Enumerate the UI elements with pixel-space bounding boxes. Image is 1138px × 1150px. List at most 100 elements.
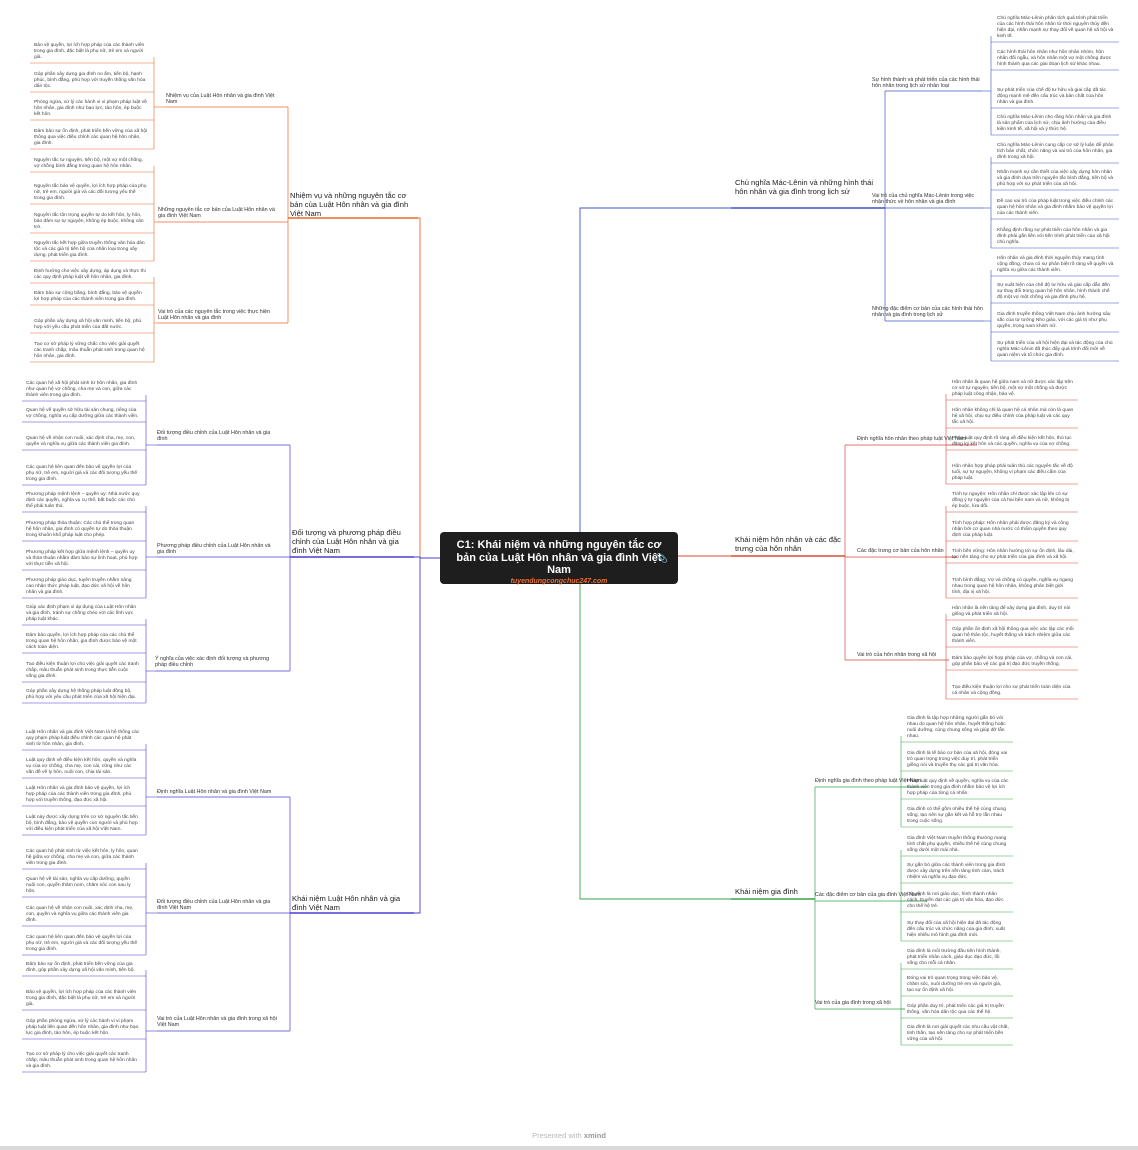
leaf-topic[interactable]: Tạo cơ sở pháp lý vững chắc cho việc giả… [34,342,145,359]
subtopic[interactable]: Định nghĩa gia đình theo pháp luật Việt … [815,778,921,784]
leaf-topic[interactable]: Đề cao vai trò của pháp luật trong việc … [997,199,1114,216]
branch-topic[interactable]: Khái niệm Luật Hôn nhân và gia đình Việt… [292,894,401,912]
leaf-topic[interactable]: Gia đình là nơi giải quyết các nhu cầu v… [907,1025,1009,1042]
leaf-topic[interactable]: Phương pháp kết hợp giữa mệnh lệnh – quy… [26,550,138,567]
leaf-topic[interactable]: Nguyên tắc tự nguyện, tiến bộ, một vợ mộ… [34,158,143,169]
leaf-topic[interactable]: Các quan hệ liên quan đến bảo vệ quyền l… [26,465,138,482]
leaf-topic[interactable]: Khẳng định rằng sự phát triển của hôn nh… [997,228,1110,245]
leaf-topic[interactable]: Góp phần xây dựng hệ thống pháp luật đồn… [26,689,137,700]
subtopic[interactable]: Những nguyên tắc cơ bản của Luật Hôn nhâ… [158,207,275,220]
leaf-topic[interactable]: Đảm bảo quyền, lợi ích hợp pháp của các … [26,633,137,650]
leaf-topic[interactable]: Chủ nghĩa Mác-Lênin phân tích quá trình … [997,16,1114,39]
leaf-topic[interactable]: Góp phần ổn định xã hội thông qua việc x… [952,627,1074,644]
leaf-topic[interactable]: Luật Hôn nhân và gia đình Việt Nam là hệ… [26,730,140,747]
leaf-topic[interactable]: Luật này được xây dựng trên cơ sở nguyên… [26,815,138,832]
leaf-topic[interactable]: Tính tự nguyện: Hôn nhân chỉ được xác lậ… [952,492,1070,509]
subtopic[interactable]: Vai trò của Luật Hôn nhân và gia đình tr… [157,1016,277,1029]
leaf-topic[interactable]: Phương pháp mệnh lệnh – quyền uy: Nhà nư… [26,492,140,509]
leaf-topic[interactable]: Quan hệ về quyền sở hữu tài sản chung, r… [26,408,139,419]
leaf-topic[interactable]: Gia đình có thể gồm nhiều thế hệ cùng ch… [907,807,1006,824]
leaf-topic[interactable]: Sự gắn bó giữa các thành viên trong gia … [907,863,1006,880]
leaf-topic[interactable]: Hôn nhân không chỉ là quan hệ cá nhân mà… [952,408,1074,425]
subtopic[interactable]: Vai trò của chủ nghĩa Mác-Lênin trong vi… [872,193,975,206]
subtopic[interactable]: Định nghĩa hôn nhân theo pháp luật Việt … [857,436,967,442]
leaf-topic[interactable]: Gia đình là tế bào cơ bản của xã hội, đó… [907,751,1008,768]
leaf-topic[interactable]: Tính hợp pháp: Hôn nhân phải được đăng k… [952,521,1069,538]
leaf-topic[interactable]: Pháp luật quy định về quyền, nghĩa vụ củ… [907,779,1009,796]
leaf-topic[interactable]: Giúp xác định phạm vi áp dụng của Luật H… [26,605,137,622]
central-topic-website[interactable]: tuyendungcongchuc247.com [510,577,608,585]
subtopic[interactable]: Các đặc trưng cơ bản của hôn nhân [857,548,944,554]
footer-brand[interactable]: xmind [583,1131,606,1140]
subtopic[interactable]: Định nghĩa Luật Hôn nhân và gia đình Việ… [157,789,272,795]
leaf-topic[interactable]: Gia đình truyền thống Việt Nam chịu ảnh … [997,312,1111,329]
leaf-topic[interactable]: Góp phần duy trì, phát triển các giá trị… [907,1004,1004,1015]
leaf-topic[interactable]: Bảo vệ quyền, lợi ích hợp pháp của các t… [34,43,145,60]
leaf-topic[interactable]: Các quan hệ phát sinh từ việc kết hôn, l… [26,849,138,866]
leaf-topic[interactable]: Hôn nhân là quan hệ giữa nam và nữ được … [952,380,1073,397]
leaf-topic[interactable]: Sự phát triển của xã hội hiện đại và tác… [997,341,1113,358]
leaf-topic[interactable]: Hôn nhân và gia đình thời nguyên thủy ma… [997,256,1114,273]
leaf-topic[interactable]: Các quan hệ liên quan đến bảo vệ quyền l… [26,935,138,952]
leaf-topic[interactable]: Đảm bảo sự công bằng, bình đẳng, bảo vệ … [34,291,142,302]
subtopic[interactable]: Sự hình thành và phát triển của các hình… [872,77,980,90]
leaf-topic[interactable]: Tạo điều kiện thuận lợi cho sự phát triể… [952,685,1071,696]
leaf-topic[interactable]: Đảm bảo sự ổn định, phát triển bền vững … [26,962,135,973]
leaf-topic[interactable]: Hôn nhân là nền tảng để xây dựng gia đìn… [952,606,1071,617]
leaf-topic[interactable]: Góp phần phòng ngừa, xử lý các hành vi v… [26,1019,139,1036]
subtopic[interactable]: Ý nghĩa của việc xác định đối tượng và p… [155,656,270,669]
leaf-topic[interactable]: Phương pháp thỏa thuận: Các chủ thể tron… [26,521,135,538]
leaf-topic[interactable]: Các quan hệ xã hội phát sinh từ hôn nhân… [26,381,138,398]
subtopic[interactable]: Vai trò của các nguyên tắc trong việc th… [158,309,270,322]
paperclip-icon[interactable]: 📎 [656,553,668,563]
leaf-topic[interactable]: Luật Hôn nhân và gia đình bảo vệ quyền, … [26,786,132,803]
branch-topic[interactable]: Khái niệm gia đình [735,887,798,896]
leaf-topic[interactable]: Phòng ngừa, xử lý các hành vi vi phạm ph… [34,100,147,117]
leaf-topic[interactable]: Gia đình là nơi giáo dục, hình thành nhâ… [907,892,1004,909]
leaf-topic[interactable]: Đóng vai trò quan trọng trong việc bảo v… [907,976,1002,993]
leaf-topic[interactable]: Sự phát triển của chế độ tư hữu và giai … [997,88,1107,105]
central-topic[interactable]: C1: Khái niệm và những nguyên tắc cơ bản… [440,532,678,585]
leaf-topic[interactable]: Nguyên tắc tôn trọng quyền tự do kết hôn… [34,213,144,230]
leaf-topic[interactable]: Định hướng cho việc xây dựng, áp dụng và… [34,269,146,280]
leaf-topic[interactable]: Quan hệ về tài sản, nghĩa vụ cấp dưỡng, … [26,877,131,894]
subtopic[interactable]: Đối tượng điều chỉnh của Luật Hôn nhân v… [157,899,271,912]
leaf-topic[interactable]: Gia đình Việt Nam truyền thống thường ma… [907,836,1007,853]
subtopic[interactable]: Các đặc điểm cơ bản của gia đình Việt Na… [815,892,921,898]
leaf-topic[interactable]: Nguyên tắc bảo vệ quyền, lợi ích hợp phá… [34,184,147,201]
leaf-topic[interactable]: Sự thay đổi của xã hội hiện đại đã tác đ… [907,921,1005,938]
leaf-topic[interactable]: Góp phần xây dựng xã hội văn minh, tiến … [34,319,142,330]
subtopic[interactable]: Đối tượng điều chỉnh của Luật Hôn nhân v… [157,430,271,443]
leaf-topic[interactable]: Tạo cơ sở pháp lý cho việc giải quyết cá… [26,1052,137,1069]
leaf-topic[interactable]: Chủ nghĩa Mác-Lênin cho rằng hôn nhân và… [997,115,1112,132]
leaf-topic[interactable]: Pháp luật quy định rõ ràng về điều kiện … [952,436,1072,447]
leaf-topic[interactable]: Góp phần xây dựng gia đình no ấm, tiến b… [34,72,146,89]
branch-topic[interactable]: Chủ nghĩa Mác-Lênin và những hình thái h… [735,178,874,196]
leaf-topic[interactable]: Chủ nghĩa Mác-Lênin cung cấp cơ sở lý lu… [997,143,1114,160]
leaf-topic[interactable]: Bảo vệ quyền, lợi ích hợp pháp của các t… [26,990,137,1007]
leaf-topic[interactable]: Sự xuất hiện của chế độ tư hữu và giai c… [997,283,1110,300]
subtopic[interactable]: Vai trò của hôn nhân trong xã hội [857,652,937,658]
subtopic[interactable]: Những đặc điểm cơ bản của các hình thái … [872,306,983,319]
leaf-topic[interactable]: Tạo điều kiện thuận lợi cho việc giải qu… [26,662,139,679]
leaf-topic[interactable]: Phương pháp giáo dục, tuyên truyền nhằm … [26,578,132,595]
leaf-topic[interactable]: Đảm bảo sự ổn định, phát triển bền vững … [34,129,148,146]
leaf-topic[interactable]: Luật quy định về điều kiện kết hôn, quyề… [26,758,137,775]
subtopic[interactable]: Phương pháp điều chỉnh của Luật Hôn nhân… [157,543,271,556]
leaf-topic[interactable]: Các quan hệ về nhận con nuôi, xác định c… [26,906,134,923]
subtopic[interactable]: Nhiệm vụ của Luật Hôn nhân và gia đình V… [166,93,275,106]
leaf-topic[interactable]: Gia đình là tập hợp những người gắn bó v… [907,716,1006,739]
subtopic[interactable]: Vai trò của gia đình trong xã hội [815,1000,891,1006]
leaf-topic[interactable]: Tính bền vững: Hôn nhân hướng tới sự ổn … [952,549,1074,560]
leaf-topic[interactable]: Gia đình là môi trường đầu tiên hình thà… [907,949,1001,966]
leaf-topic[interactable]: Hôn nhân hợp pháp phải tuân thủ các nguy… [952,464,1073,481]
branch-topic[interactable]: Nhiệm vụ và những nguyên tắc cơ bản của … [290,191,409,218]
leaf-topic[interactable]: Nhấn mạnh sự cần thiết của việc xây dựng… [997,170,1114,187]
leaf-topic[interactable]: Đảm bảo quyền lợi hợp pháp của vợ, chồng… [952,656,1073,667]
leaf-topic[interactable]: Các hình thái hôn nhân như hôn nhân nhóm… [997,50,1112,67]
branch-topic[interactable]: Khái niệm hôn nhân và các đặc trưng của … [735,535,841,553]
leaf-topic[interactable]: Nguyên tắc kết hợp giữa truyền thống văn… [34,241,145,258]
branch-topic[interactable]: Đối tượng và phương pháp điều chỉnh của … [292,528,401,555]
leaf-topic[interactable]: Tính bình đẳng: Vợ và chồng có quyền, ng… [952,578,1073,595]
leaf-topic[interactable]: Quan hệ về nhận con nuôi, xác định cha, … [26,436,136,447]
